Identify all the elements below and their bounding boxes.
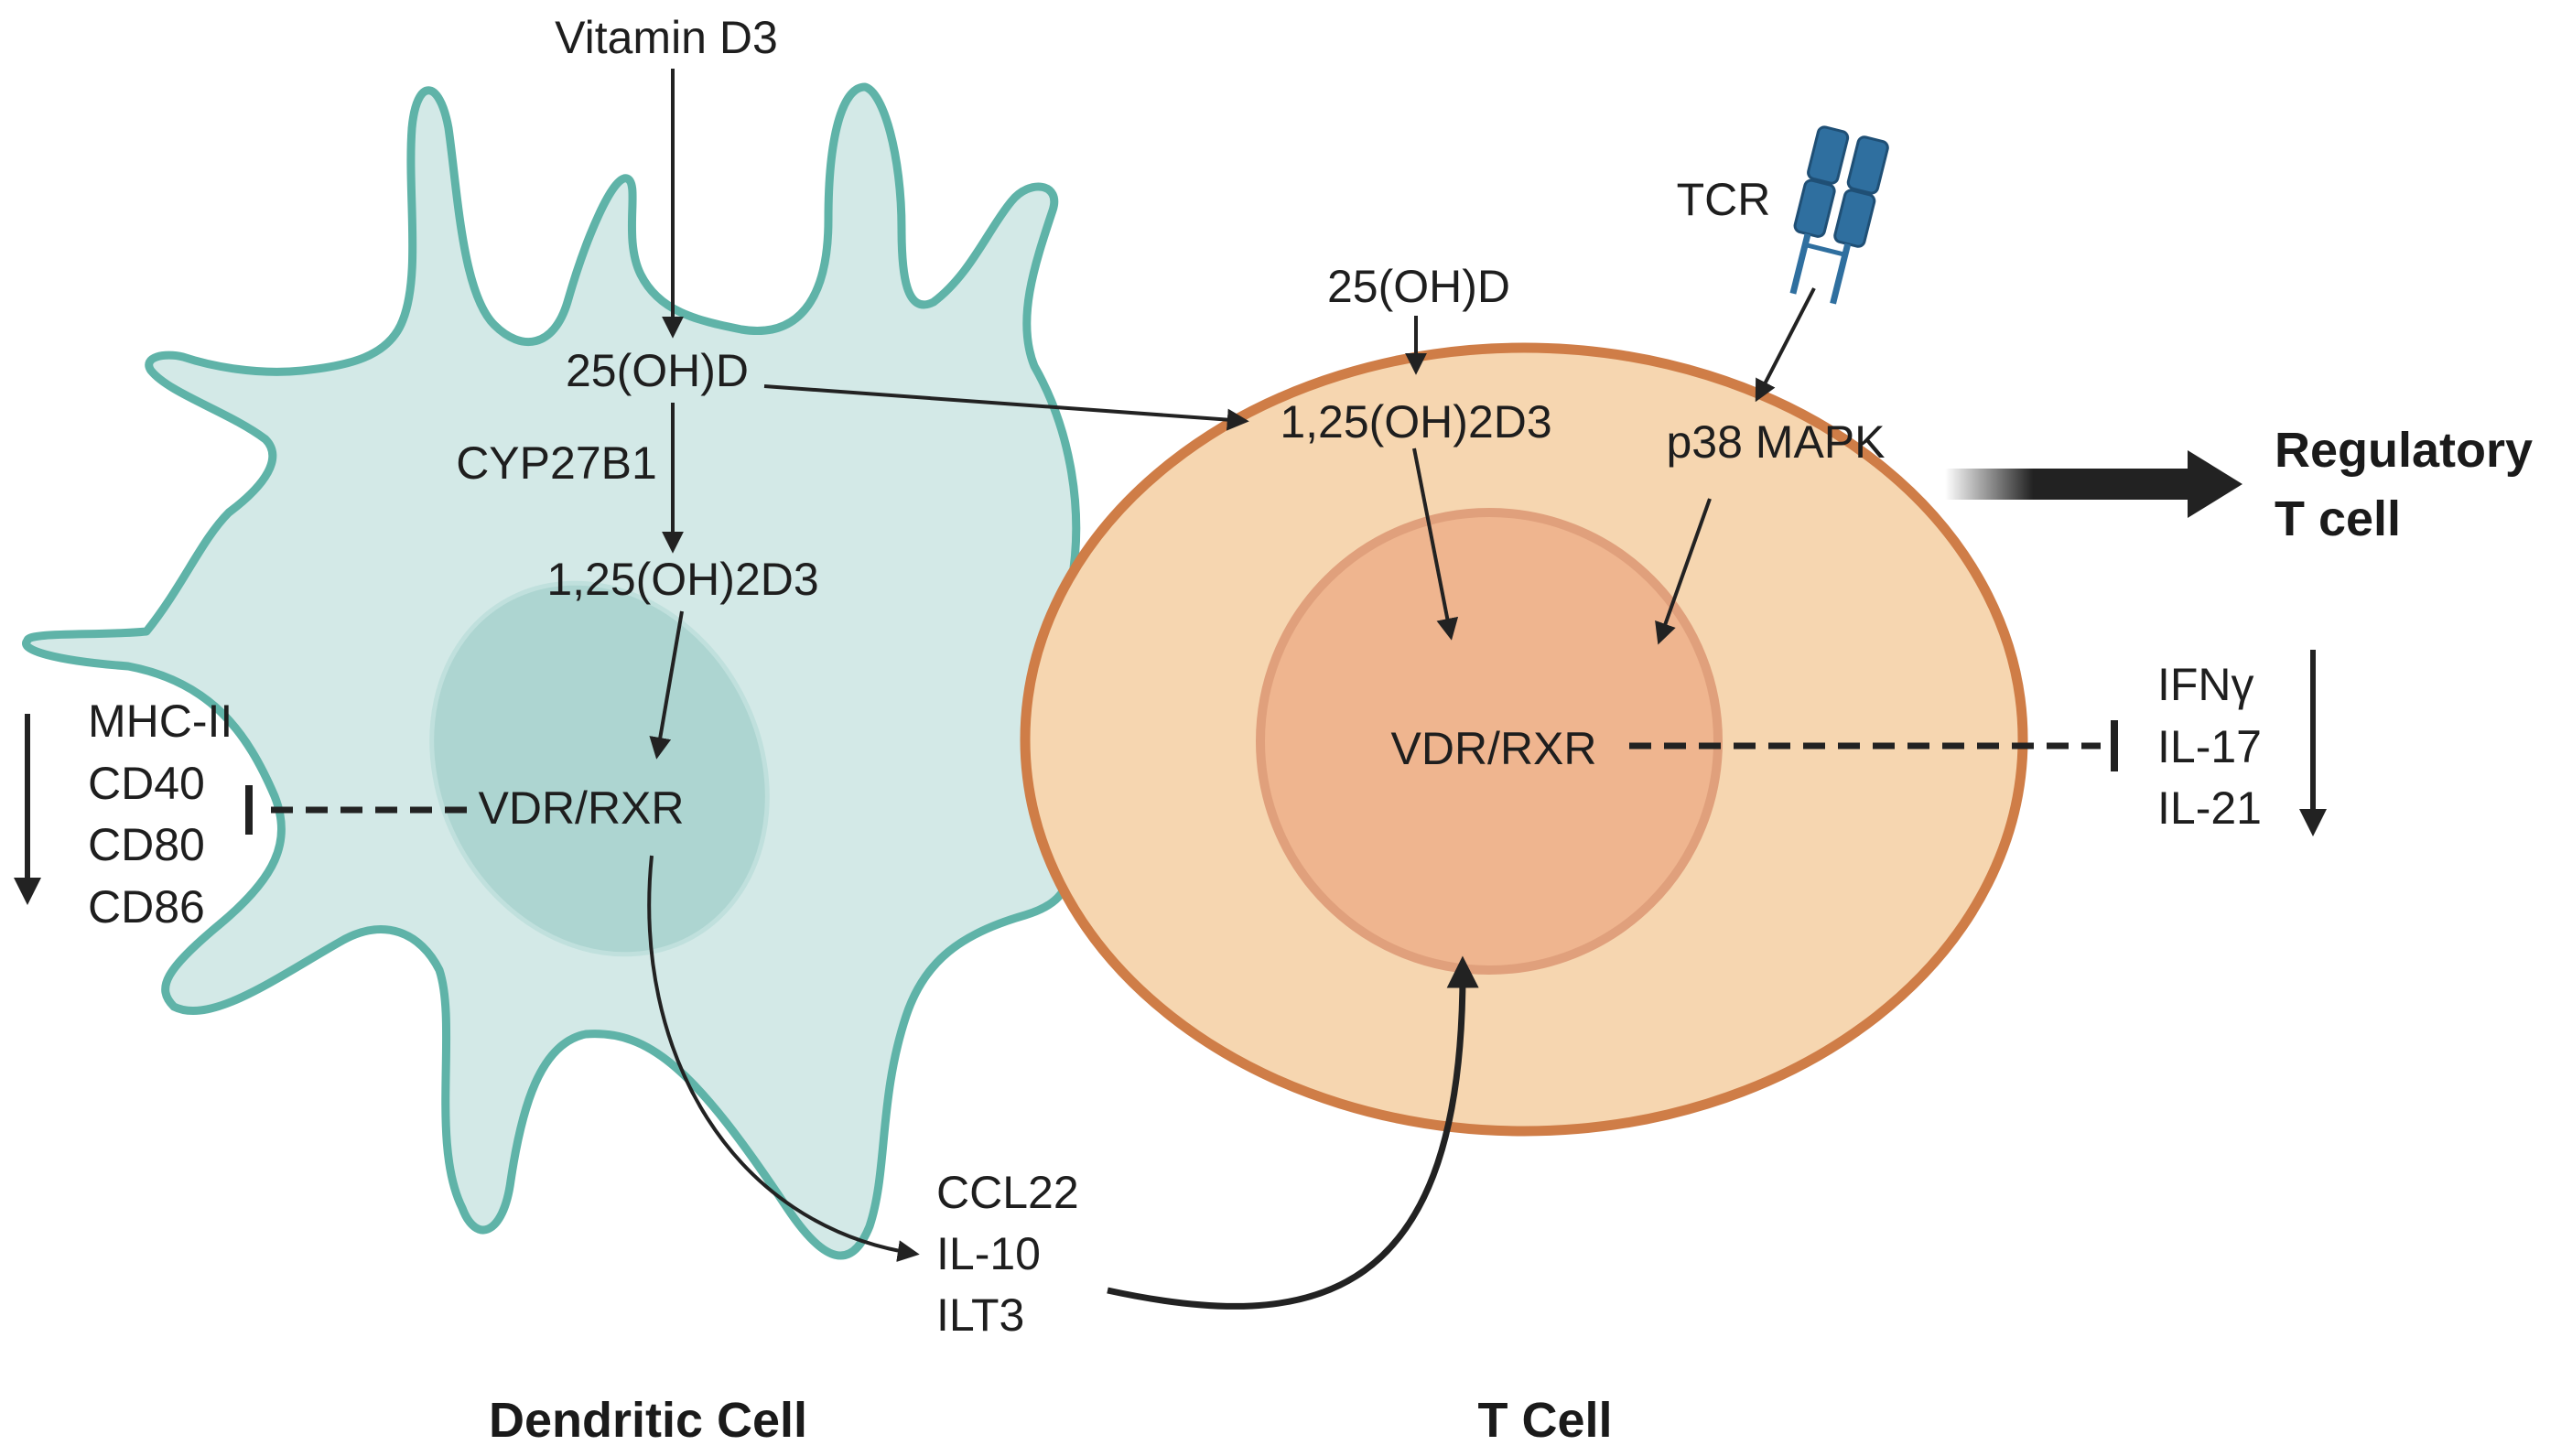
- label-t-active-d3: 1,25(OH)2D3: [1280, 396, 1551, 448]
- t-cell-nucleus: [1256, 508, 1723, 975]
- t-cell-cytokines: IFNγ IL-17 IL-21: [2157, 659, 2262, 834]
- caption-dendritic-cell: Dendritic Cell: [489, 1393, 807, 1448]
- arrow-active-to-vdr: [649, 610, 684, 760]
- label-tcr: TCR: [1677, 174, 1771, 225]
- label-t-cell-outcome: T cell: [2275, 491, 2401, 546]
- regulatory-arrow-head: [2188, 450, 2242, 518]
- arrow-secreted-to-tcell: [1107, 955, 1479, 1310]
- label-cyp27b1: CYP27B1: [456, 437, 657, 489]
- arrow-p38-to-vdr: [1655, 498, 1712, 645]
- marker-label: CD40: [88, 758, 205, 809]
- secreted-label: CCL22: [936, 1167, 1079, 1218]
- arrow-vdr-to-secreted: [647, 855, 920, 1263]
- dendritic-cell-nucleus: [429, 580, 770, 957]
- caption-t-cell: T Cell: [1477, 1393, 1612, 1448]
- cytokine-label: IL-17: [2157, 721, 2262, 772]
- arrow-tcr-to-p38: [1755, 287, 1816, 403]
- label-p38-mapk: p38 MAPK: [1666, 416, 1885, 468]
- secreted-label: IL-10: [936, 1228, 1041, 1279]
- arrow-t-active-to-vdr: [1412, 448, 1459, 641]
- label-dc-vdr-rxr: VDR/RXR: [478, 782, 684, 834]
- secreted-label: ILT3: [936, 1289, 1024, 1341]
- tcr-receptor-icon: [1789, 125, 1889, 305]
- secreted-factors: CCL22 IL-10 ILT3: [936, 1167, 1079, 1341]
- marker-label: CD86: [88, 881, 205, 933]
- marker-label: MHC-II: [88, 696, 232, 747]
- arrow-dc-25ohd-to-tcell: [763, 384, 1249, 431]
- label-vitamin-d3: Vitamin D3: [555, 12, 778, 63]
- label-regulatory: Regulatory: [2275, 423, 2533, 478]
- label-t-vdr-rxr: VDR/RXR: [1390, 723, 1596, 774]
- dc-surface-markers: MHC-II CD40 CD80 CD86: [88, 696, 232, 933]
- label-dc-active-d3: 1,25(OH)2D3: [546, 554, 818, 605]
- cytokine-label: IL-21: [2157, 782, 2262, 834]
- label-t-25ohd: 25(OH)D: [1327, 261, 1510, 312]
- regulatory-arrow-shaft: [1945, 469, 2197, 500]
- cytokine-label: IFNγ: [2157, 659, 2254, 710]
- marker-label: CD80: [88, 819, 205, 870]
- label-dc-25ohd: 25(OH)D: [566, 345, 749, 396]
